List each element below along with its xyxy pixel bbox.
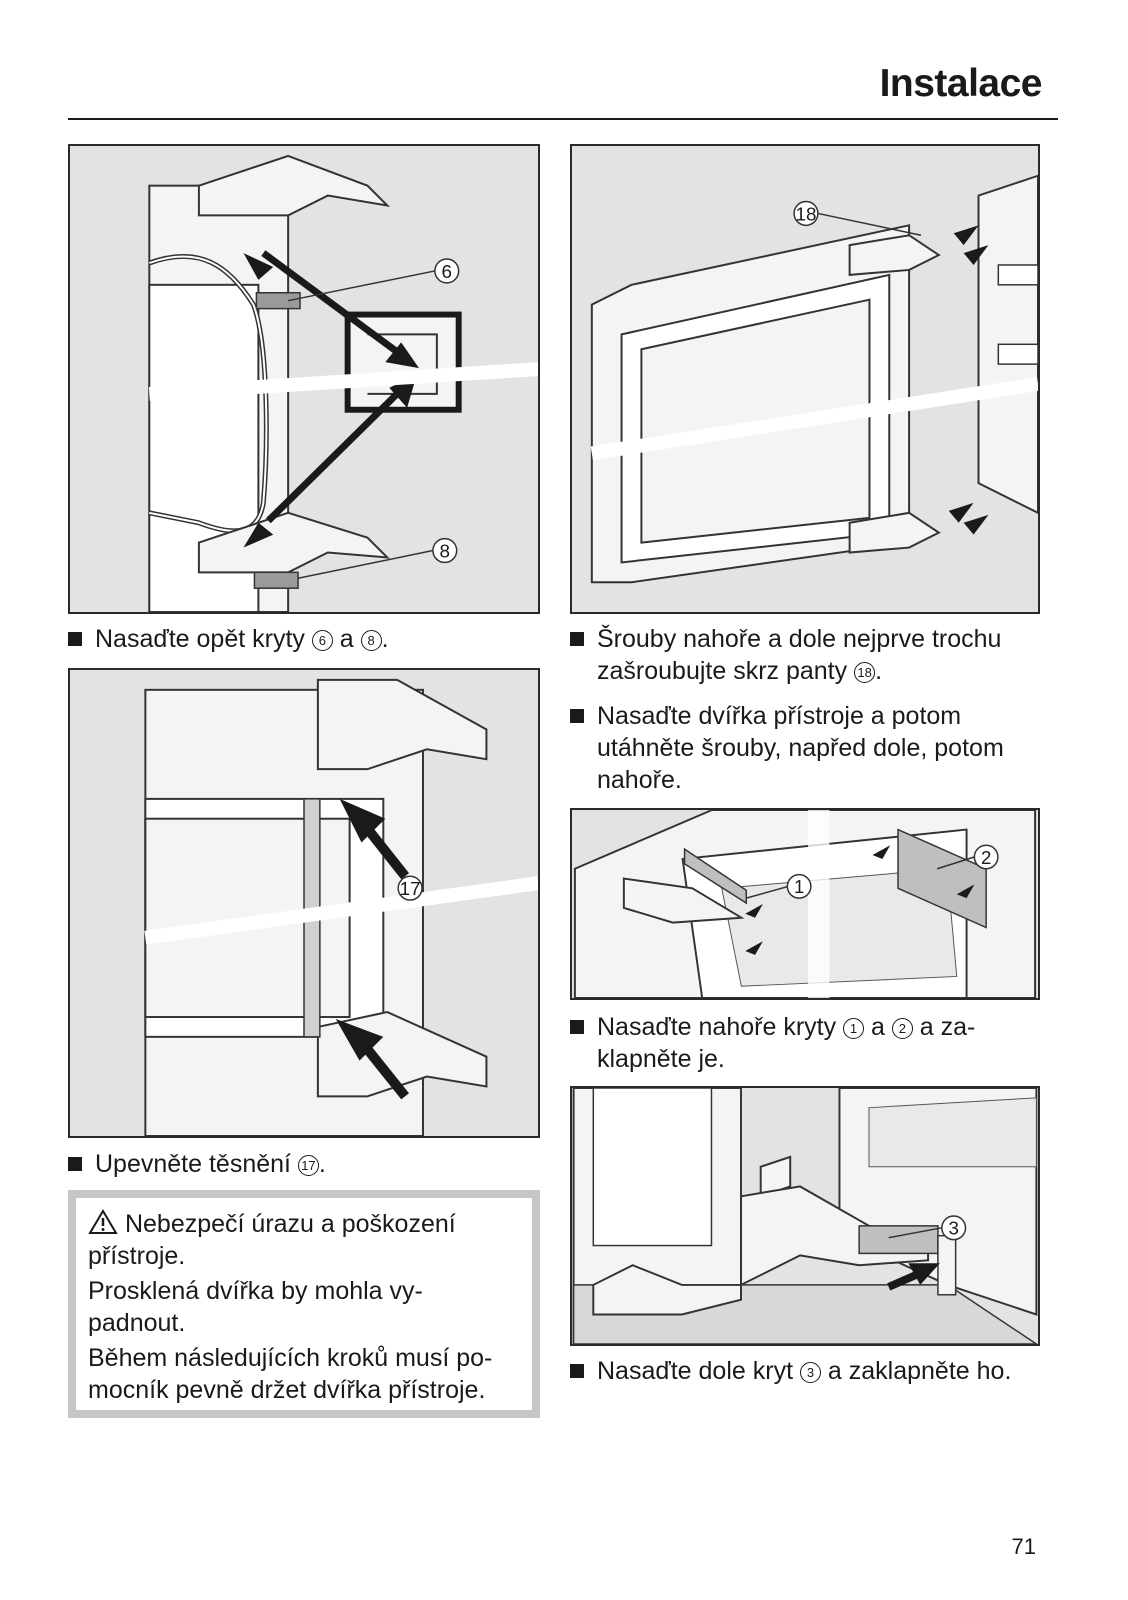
ref-6: 6 [311, 630, 333, 651]
bullet-square [570, 1020, 584, 1034]
figure-door-seal-drawing: 17 [144, 678, 538, 1136]
figure-top-covers-drawing: 1 2 [573, 810, 1037, 998]
warning-p1-line2: padnout. [88, 1309, 186, 1337]
bullet-square [570, 632, 584, 646]
step-fix-seal: Upevněte těsnění 17. [68, 1148, 538, 1180]
bullet-square [68, 1157, 82, 1171]
callout-3: 3 [948, 1218, 958, 1239]
figure-door-hinge-screws-drawing: 18 [590, 174, 1038, 584]
callout-8: 8 [440, 540, 450, 561]
figure-hinge-covers-drawing: 6 8 [148, 154, 538, 612]
figure-top-covers: 1 2 [570, 808, 1040, 1000]
figure-door-hinge-screws: 18 [570, 144, 1040, 614]
callout-2: 2 [981, 847, 991, 868]
page-number: 71 [1011, 1534, 1036, 1559]
callout-6: 6 [442, 261, 452, 282]
bullet-square [570, 709, 584, 723]
warning-p2-line2: mocník pevně držet dvířka přístroje. [88, 1376, 486, 1404]
ref-18: 18 [854, 662, 876, 683]
figure-hinge-covers: 6 8 [68, 144, 540, 614]
warning-p2-line1: Během následujících kroků musí po- [88, 1344, 493, 1372]
callout-17: 17 [400, 878, 421, 899]
callout-1: 1 [794, 876, 804, 897]
ref-17: 17 [297, 1155, 319, 1176]
warning-p1-line1: Prosklená dvířka by mohla vy- [88, 1277, 423, 1305]
figure-bottom-cover: 3 [570, 1086, 1040, 1346]
ref-3: 3 [799, 1362, 821, 1383]
figure-door-seal: 17 [68, 668, 540, 1138]
step-bottom-cover: Nasaďte dole kryt 3 a zaklapněte ho. [570, 1355, 1050, 1387]
step-refit-covers: Nasaďte opět kryty 6 a 8. [68, 623, 538, 655]
ref-8: 8 [360, 630, 382, 651]
callout-18: 18 [796, 203, 817, 224]
page-header-title: Instalace [879, 62, 1043, 105]
bullet-square [68, 632, 82, 646]
warning-title: Nebezpečí úrazu a poškození [124, 1210, 456, 1238]
warning-box: Nebezpečí úrazu a poškození přístroje. P… [68, 1190, 540, 1418]
step-top-covers: Nasaďte nahoře kryty 1 a 2 a za-klapněte… [570, 1011, 1050, 1075]
ref-1: 1 [843, 1018, 865, 1039]
warning-title-line2: přístroje. [88, 1242, 186, 1270]
bullet-square [570, 1364, 584, 1378]
header-rule [68, 118, 1058, 120]
figure-bottom-cover-drawing: 3 [572, 1088, 1038, 1344]
warning-triangle-icon [88, 1209, 118, 1234]
ref-2: 2 [891, 1018, 913, 1039]
